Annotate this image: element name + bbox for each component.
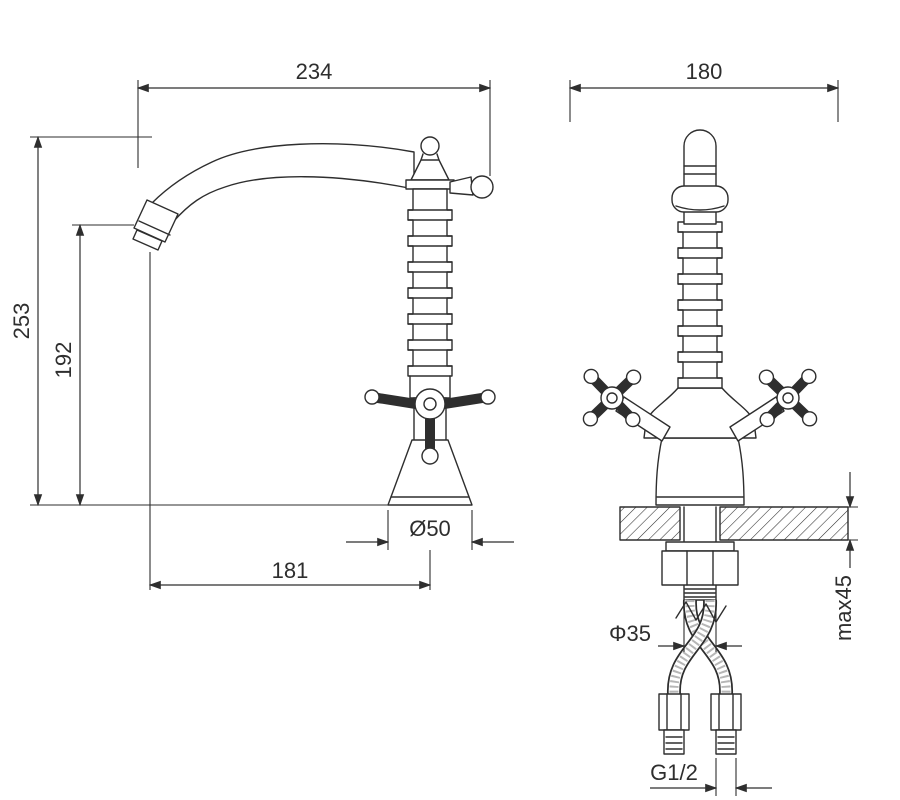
dim-spout-reach-label: 234 xyxy=(296,59,333,84)
side-base-skirt xyxy=(387,439,473,506)
front-hose-connectors xyxy=(658,693,742,755)
side-lever-knob xyxy=(449,175,494,199)
side-spout xyxy=(151,143,415,223)
dim-overall-width-label: 180 xyxy=(686,59,723,84)
front-view: 180 Φ35 max45 G1/2 xyxy=(568,59,858,796)
dim-total-height-label: 253 xyxy=(9,303,34,340)
front-left-cross-handle xyxy=(582,368,671,442)
front-spout-riser xyxy=(671,129,729,225)
front-supply-hoses xyxy=(666,599,734,695)
front-right-cross-handle xyxy=(729,368,818,442)
dim-spout-offset: 181 xyxy=(148,252,432,590)
dim-spout-reach: 234 xyxy=(136,59,492,176)
dim-max-deck-thickness: max45 xyxy=(742,472,858,641)
side-spout-nozzle xyxy=(132,199,179,251)
front-countertop xyxy=(619,506,849,541)
dim-base-diameter-label: Ø50 xyxy=(409,516,451,541)
side-cross-handle xyxy=(364,388,496,465)
dim-base-diameter: Ø50 xyxy=(346,510,514,550)
front-body-column xyxy=(677,221,723,389)
front-valve-body xyxy=(643,387,757,439)
side-view: 234 253 192 Ø50 181 xyxy=(9,59,514,590)
side-top-finial xyxy=(405,136,455,190)
dim-hose-thread: G1/2 xyxy=(650,758,772,796)
front-base-skirt xyxy=(655,437,745,506)
dim-max-deck-thickness-label: max45 xyxy=(831,575,856,641)
dim-hole-diameter-label: Φ35 xyxy=(609,621,651,646)
dim-hose-thread-label: G1/2 xyxy=(650,760,698,785)
dim-spout-offset-label: 181 xyxy=(272,558,309,583)
dim-overall-width: 180 xyxy=(568,59,840,122)
dim-hole-diameter: Φ35 xyxy=(609,602,742,652)
dim-spout-height: 192 xyxy=(51,223,134,507)
dim-spout-height-label: 192 xyxy=(51,342,76,379)
front-shank-and-nut xyxy=(661,506,739,601)
dim-total-height: 253 xyxy=(9,135,388,507)
